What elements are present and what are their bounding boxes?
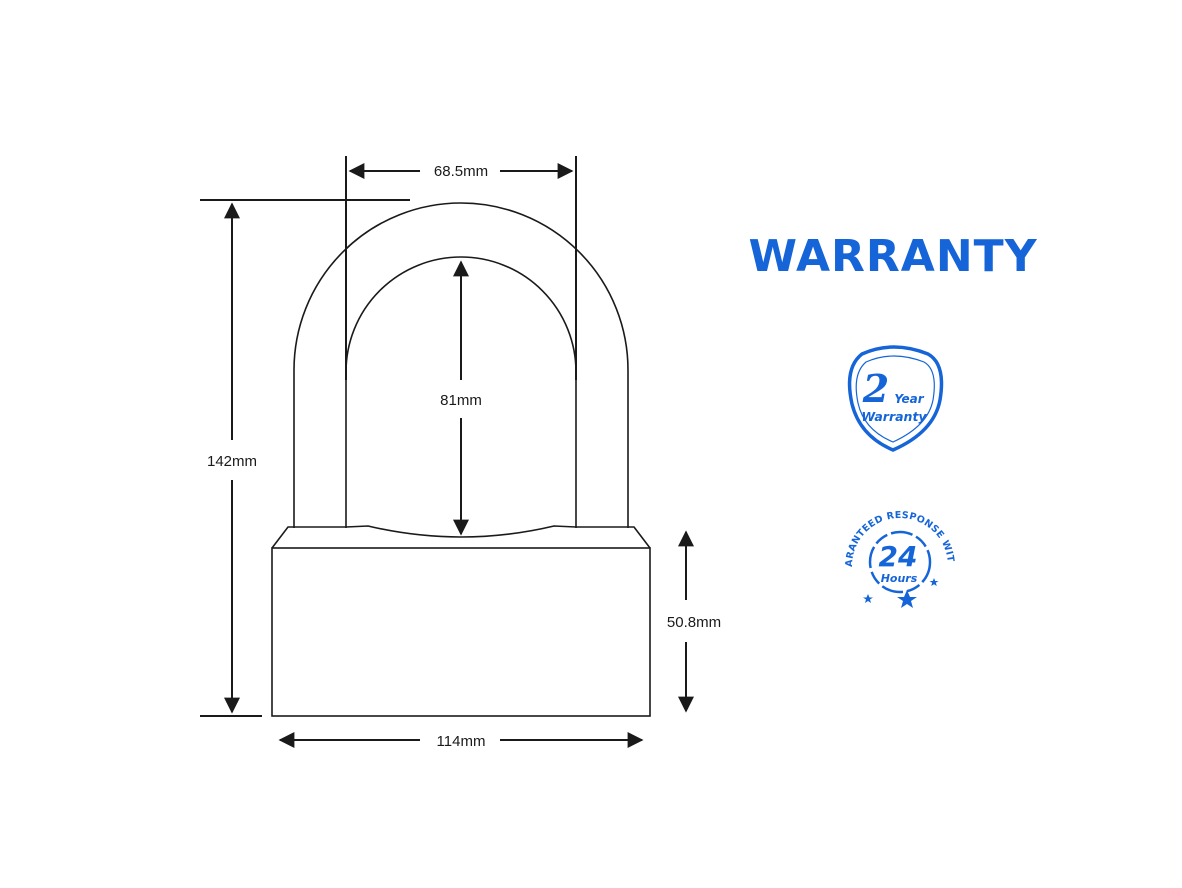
badge-response-unit: Hours (881, 572, 918, 585)
label-mask (662, 612, 726, 633)
small-star-icon-right (929, 578, 939, 586)
badge-response-number: 24 (879, 540, 918, 573)
label-overall-height: 142mm (207, 453, 257, 470)
label-mask (436, 390, 486, 411)
badge-outer-ring (868, 530, 932, 594)
badge-year-line1: Year (894, 392, 924, 406)
badge-year-number: 2 (862, 366, 889, 411)
warranty-title: WARRANTY (748, 231, 1037, 282)
small-star-icon-left (863, 594, 873, 603)
label-body-width: 114mm (437, 733, 486, 750)
padlock-outline (271, 202, 651, 717)
star-icon (897, 590, 917, 608)
dimension-lines (200, 156, 694, 748)
shackle-inner (345, 256, 577, 528)
label-mask (202, 451, 262, 472)
label-shackle-clearance: 81mm (440, 392, 482, 409)
body-top (271, 525, 651, 549)
response-24-hours-badge: GUARANTEED RESPONSE WITHIN 24 Hours (0, 0, 956, 608)
label-mask (429, 161, 493, 182)
label-body-height: 50.8mm (667, 614, 721, 631)
padlock-body (271, 547, 651, 717)
dimension-labels: 68.5mm 142mm 81mm 50.8mm 114mm (202, 161, 726, 752)
two-year-warranty-badge: 2 Year Warranty (847, 345, 944, 452)
badge-year-line2: Warranty (861, 409, 927, 424)
shield-icon (847, 345, 944, 452)
shield-inner-icon (855, 355, 935, 443)
shackle-outer (293, 202, 629, 528)
label-mask (432, 731, 490, 752)
label-shackle-width: 68.5mm (434, 163, 488, 180)
badge-response-arc-text: GUARANTEED RESPONSE WITHIN (0, 0, 956, 567)
